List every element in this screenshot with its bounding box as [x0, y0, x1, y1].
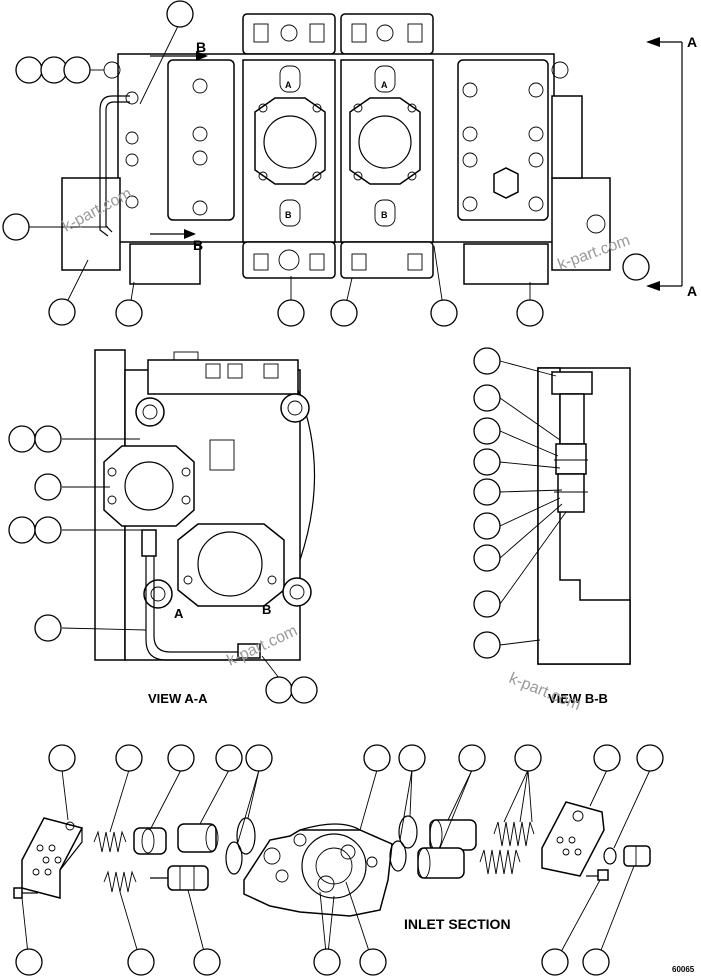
callout-circle [458, 744, 486, 772]
callout-circle [473, 631, 501, 659]
callout-circle [541, 948, 569, 976]
callout-circle [40, 56, 68, 84]
section-b-bottom-label: B [193, 237, 203, 253]
inlet-section-exploded-drawing [13, 801, 651, 917]
figure-number: 60065 [672, 965, 695, 974]
callout-circle [593, 744, 621, 772]
callout-circle [48, 298, 76, 326]
callout-circle [582, 948, 610, 976]
callout-circle [166, 0, 194, 28]
inlet-section-label: INLET SECTION [404, 916, 511, 932]
callout-circle [514, 744, 542, 772]
callout-circle [473, 417, 501, 445]
view-port-a-label: A [174, 606, 184, 621]
callout-circle [473, 590, 501, 618]
callout-circle [473, 544, 501, 572]
section-b-top-label: B [196, 39, 206, 55]
callout-circle [473, 512, 501, 540]
port-a-label: A [285, 80, 292, 90]
callout-circle [398, 744, 426, 772]
callout-circle [473, 448, 501, 476]
callout-circle [636, 744, 664, 772]
callout-circle [245, 744, 273, 772]
section-a-bottom-label: A [687, 283, 697, 299]
callout-circle [63, 56, 91, 84]
view-bb-label: VIEW B-B [548, 691, 608, 706]
port-b-label-2: B [381, 210, 388, 220]
diagram-labels: A A B B A B A B A B VIEW A-A VIEW B-B IN… [148, 34, 697, 974]
callout-circle [34, 516, 62, 544]
callout-circle [8, 516, 36, 544]
callout-circle [115, 744, 143, 772]
callout-circle [167, 744, 195, 772]
callout-circle [290, 676, 318, 704]
view-bb-drawing [537, 367, 631, 665]
callout-circle [193, 948, 221, 976]
view-aa-label: VIEW A-A [148, 691, 208, 706]
callout-circle [430, 299, 458, 327]
callout-circle [48, 744, 76, 772]
valve-assembly-top-view [61, 13, 683, 291]
callout-circle [473, 384, 501, 412]
callout-circle [2, 213, 30, 241]
callout-circle [34, 425, 62, 453]
callout-circle [127, 948, 155, 976]
view-port-b-label: B [262, 602, 271, 617]
callout-circle [34, 473, 62, 501]
callout-circle [313, 948, 341, 976]
port-a-label-2: A [381, 80, 388, 90]
callout-circles [2, 0, 664, 976]
view-aa-drawing [94, 349, 316, 661]
port-b-label: B [285, 210, 292, 220]
callout-circle [473, 478, 501, 506]
callout-circle [277, 299, 305, 327]
callout-circle [15, 948, 43, 976]
callout-circle [215, 744, 243, 772]
callout-circle [473, 347, 501, 375]
callout-circle [622, 253, 650, 281]
section-a-label: A [687, 34, 697, 50]
callout-circle [15, 56, 43, 84]
callout-circle [265, 676, 293, 704]
callout-circle [330, 299, 358, 327]
callout-circle [8, 425, 36, 453]
callout-circle [359, 948, 387, 976]
callout-circle [34, 614, 62, 642]
callout-circle [516, 299, 544, 327]
callout-circle [115, 299, 143, 327]
callout-circle [363, 744, 391, 772]
